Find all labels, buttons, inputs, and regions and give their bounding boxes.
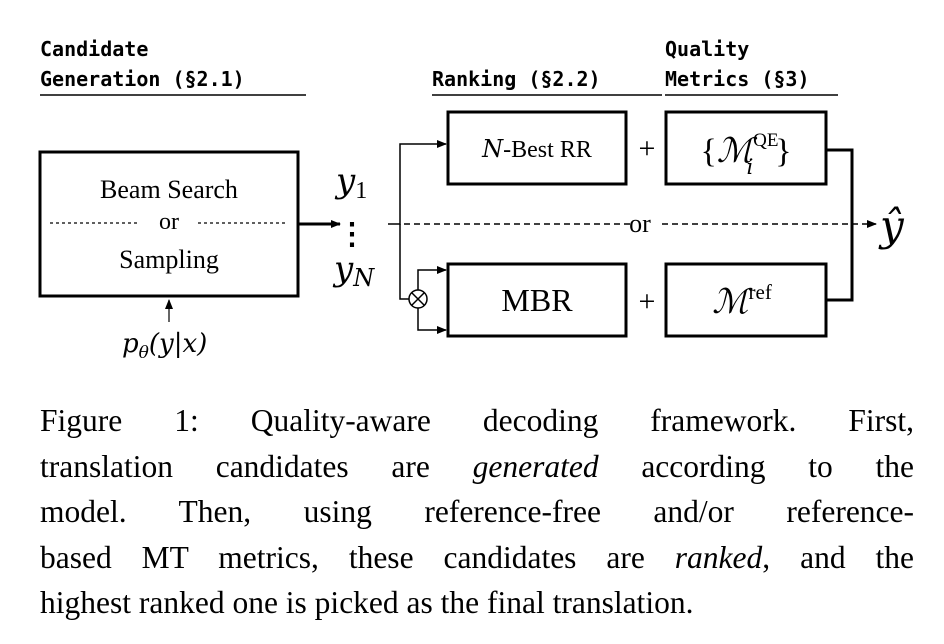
generator-beam-search-label: Beam Search [100, 175, 238, 204]
operator-to-mbr-lower [417, 308, 447, 334]
stage-heading-quality-line1: Quality [665, 37, 749, 61]
ref-to-output-line [826, 224, 854, 302]
stage-heading-ranking: Ranking (§2.2) [432, 67, 662, 96]
branch-to-nbest [388, 140, 447, 225]
caption-line: model. Then, using reference-free and/or… [40, 494, 914, 529]
branch-to-operator [399, 290, 409, 300]
output-label: ŷ [878, 201, 905, 250]
pairwise-operator-icon [408, 289, 428, 309]
operator-to-mbr-upper [417, 266, 447, 290]
decoding-framework-diagram: Candidate Generation (§2.1) Ranking (§2.… [38, 37, 905, 363]
plus-sign-bottom: + [639, 285, 656, 318]
stage-heading-quality-line2: Metrics (§3) [665, 67, 810, 91]
generator-box: Beam Search or Sampling [38, 150, 300, 298]
generator-sampling-label: Sampling [119, 245, 219, 274]
stage-heading-ranking-label: Ranking (§2.2) [432, 67, 601, 91]
or-label: or [629, 209, 651, 238]
stage-heading-generation-line2: Generation (§2.1) [40, 67, 245, 91]
plus-sign-top: + [639, 132, 656, 165]
caption-line: highest ranked one is picked as the fina… [40, 585, 694, 620]
nbest-reranking-label: N-Best RR [481, 135, 592, 163]
qe-to-output-line [826, 148, 854, 224]
figure-caption: Figure 1: Quality-aware decoding framewo… [40, 398, 914, 626]
candidate-dots: ⋮ [337, 218, 367, 251]
candidates: y1 ⋮ yN [332, 161, 375, 292]
model-input-label: pθ(y|x) [122, 329, 207, 363]
candidate-first: y1 [334, 161, 367, 204]
generator-or-label: or [159, 209, 179, 235]
stage-heading-generation: Candidate Generation (§2.1) [40, 37, 306, 96]
stage-heading-quality: Quality Metrics (§3) [665, 37, 838, 96]
ref-metrics-label: ℳref [712, 280, 772, 322]
caption-line: based MT metrics, these candidates are r… [40, 539, 914, 575]
caption-line: Figure 1: Quality-aware decoding framewo… [40, 403, 914, 438]
mbr-box: MBR [446, 262, 628, 338]
candidate-last: yN [332, 249, 375, 292]
stage-heading-generation-line1: Candidate [40, 37, 148, 61]
ref-metrics-box: ℳref [664, 262, 828, 338]
nbest-reranking-box: N-Best RR [446, 110, 628, 186]
caption-line: translation candidates are generated acc… [40, 448, 914, 484]
mbr-label: MBR [501, 282, 573, 318]
